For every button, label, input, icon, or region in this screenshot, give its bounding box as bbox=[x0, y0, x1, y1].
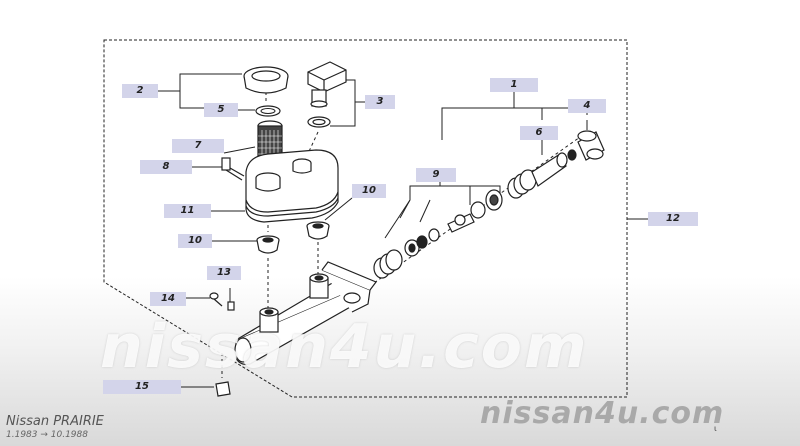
reservoir-cap bbox=[243, 66, 289, 94]
watermark-corner: nissan4u.com bbox=[480, 396, 725, 431]
callout-11: 11 bbox=[164, 204, 211, 218]
primary-piston bbox=[507, 149, 577, 199]
assembly-frame bbox=[103, 39, 628, 398]
callout-2: 2 bbox=[122, 84, 158, 98]
small-fasteners bbox=[209, 292, 235, 397]
callout-4: 4 bbox=[568, 99, 606, 113]
callout-12: 12 bbox=[648, 212, 698, 226]
callout-3: 3 bbox=[365, 95, 395, 109]
grommet-left bbox=[256, 235, 280, 254]
callout-8: 8 bbox=[140, 160, 192, 174]
reservoir-bolt bbox=[221, 157, 245, 181]
callout-1: 1 bbox=[490, 78, 538, 92]
watermark-center: nissan4u.com bbox=[100, 312, 589, 382]
model-name-text: Nissan PRAIRIE bbox=[6, 414, 104, 429]
callout-15: 15 bbox=[103, 380, 181, 394]
callout-6: 6 bbox=[520, 126, 558, 140]
reservoir-tank bbox=[245, 149, 339, 223]
callout-10-right: 10 bbox=[352, 184, 386, 198]
callout-14: 14 bbox=[150, 292, 186, 306]
spring-set bbox=[373, 189, 503, 279]
callout-5: 5 bbox=[204, 103, 238, 117]
callout-10-left: 10 bbox=[178, 234, 212, 248]
cap-seal bbox=[255, 105, 281, 117]
piston-boot bbox=[577, 130, 605, 161]
callout-13: 13 bbox=[207, 266, 241, 280]
callout-7: 7 bbox=[172, 139, 224, 153]
master-cylinder-body bbox=[234, 261, 377, 365]
grommet-right bbox=[306, 221, 330, 240]
page-mark: ι bbox=[714, 424, 717, 433]
level-sensor bbox=[307, 61, 347, 128]
callout-9: 9 bbox=[416, 168, 456, 182]
model-name: Nissan PRAIRIE bbox=[6, 414, 104, 429]
production-years: 1.1983 → 10.1988 bbox=[6, 430, 88, 440]
